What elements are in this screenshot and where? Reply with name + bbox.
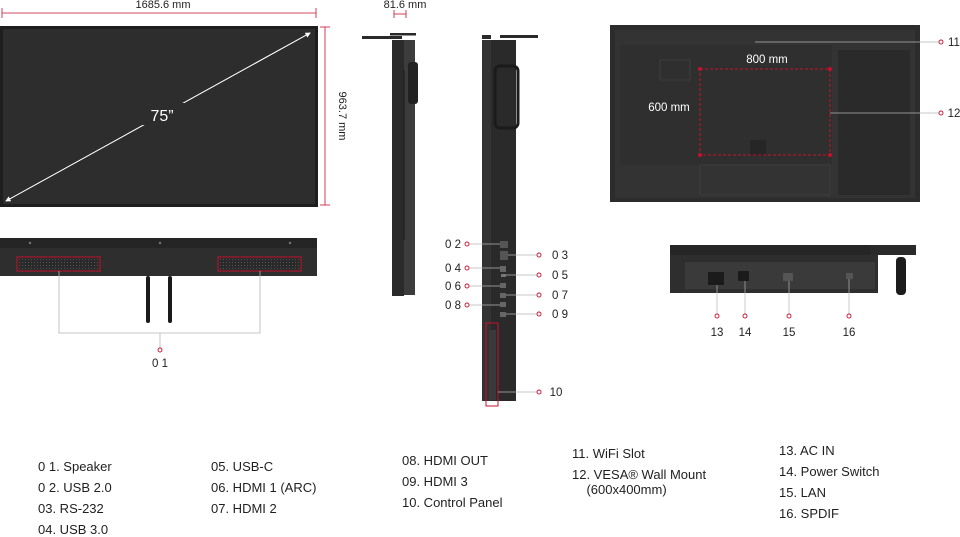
vesa-mount-area [699,68,831,156]
speaker-grille-right [217,256,302,272]
depth-dimension-label: 81.6 mm [384,0,427,11]
callout-10: 10 [550,387,563,399]
usbc-port [501,274,506,277]
front-view: 1685.6 mm 75” 963.7 mm [0,0,348,207]
legend-item-lan: 15. LAN [779,485,826,500]
diagonal-size-label: 75” [150,108,173,125]
callout-15: 15 [783,327,796,339]
height-dimension-label: 963.7 mm [336,92,348,141]
hdmi2-port [500,293,506,298]
power-switch [738,271,749,281]
callout-12: 12 [948,108,960,120]
callout-14: 14 [739,327,752,339]
lan-port [783,273,793,281]
legend-item-hdmi2: 07. HDMI 2 [211,501,277,516]
callout-04: 0 4 [445,263,462,275]
vesa-height-label: 600 mm [648,102,690,114]
callout-06: 0 6 [445,281,461,293]
legend-item-hdmi1: 06. HDMI 1 (ARC) [211,480,317,495]
callout-02: 0 2 [445,239,461,251]
legend-item-power-switch: 14. Power Switch [779,464,880,479]
spdif-port [846,273,853,279]
ac-in-port [708,272,724,285]
legend-item-rs232: 03. RS-232 [38,501,104,516]
width-dimension-label: 1685.6 mm [135,0,190,11]
legend-item-control-panel: 10. Control Panel [402,495,503,510]
antenna-right [168,276,172,323]
bottom-rear-view: 13 14 15 16 [670,245,916,339]
callout-05: 0 5 [552,270,568,282]
side-view-right: 0 2 0 4 0 6 0 8 0 3 0 5 0 7 0 9 10 [445,35,568,407]
hdmi1-port [500,283,506,288]
vesa-width-label: 800 mm [746,54,788,66]
antenna-left [146,276,150,323]
legend-item-ac-in: 13. AC IN [779,443,835,458]
legend-item-usb2: 0 2. USB 2.0 [38,480,112,495]
rs232-port [500,251,508,260]
hdmi3-port [500,312,506,317]
callout-13: 13 [711,327,724,339]
callout-01: 0 1 [152,358,168,370]
control-panel-highlight [485,322,499,407]
bottom-view: 0 1 [0,238,317,370]
usb2-port [500,241,508,248]
callout-11: 11 [948,37,960,49]
callout-03: 0 3 [552,250,568,262]
legend-item-hdmi3: 09. HDMI 3 [402,474,468,489]
legend-item-vesa-mount: 12. VESA® Wall Mount (600x400mm) [572,467,707,497]
side-panel-left [392,40,404,296]
callout-09: 0 9 [552,309,568,321]
callout-08: 0 8 [445,300,461,312]
legend-item-usb3: 04. USB 3.0 [38,522,109,537]
legend-item-spdif: 16. SPDIF [779,506,839,521]
callout-07: 0 7 [552,290,568,302]
speaker-callout-lines [58,271,261,334]
legend-item-usbc: 05. USB-C [211,459,274,474]
side-view-left: 81.6 mm [362,0,426,296]
callout-16: 16 [843,327,856,339]
rear-view: 800 mm 600 mm 11 12 [610,25,960,202]
hdmiout-port [500,302,506,307]
usb3-port [500,266,506,272]
legend-item-hdmi-out: 08. HDMI OUT [402,453,488,468]
speaker-grille-left [16,256,101,272]
legend-item-speaker: 0 1. Speaker [38,459,112,474]
side-panel-right-rear [482,40,491,401]
legend-item-wifi-slot: 11. WiFi Slot [572,446,645,461]
